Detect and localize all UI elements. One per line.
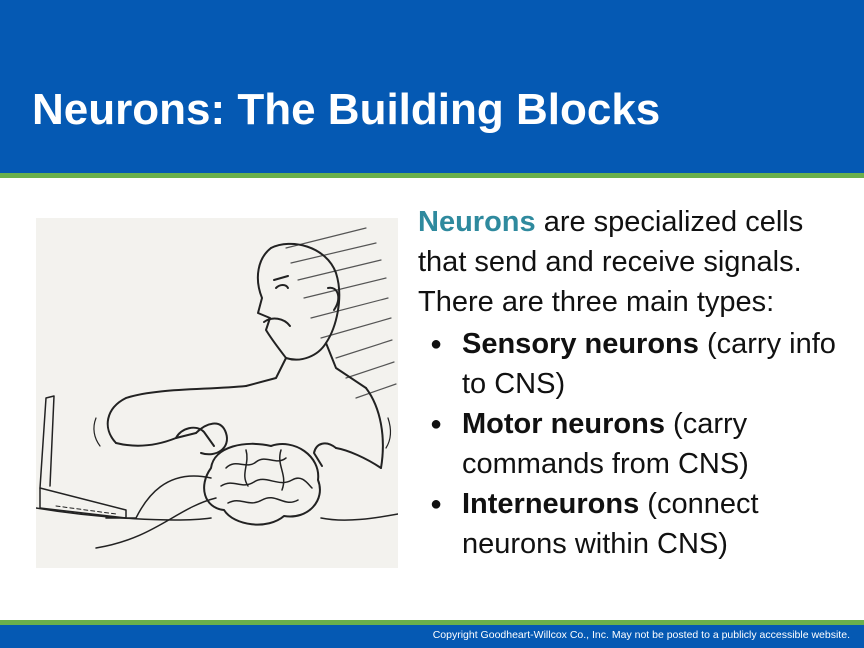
sketch-drawing (36, 227, 398, 549)
header-divider (0, 173, 864, 178)
footer-divider (0, 620, 864, 625)
intro-text: are specialized cells that send and rece… (418, 206, 804, 318)
neuron-types-list: ● Sensory neurons (carry info to CNS) ● … (418, 324, 848, 564)
neuron-type-detail: (carry info to CNS) (462, 328, 836, 400)
bullet-icon: ● (430, 333, 443, 355)
intro-paragraph: Neurons are specialized cells that send … (418, 202, 848, 322)
neuron-type-term: Interneurons (462, 488, 640, 520)
footer-bar: Copyright Goodheart-Willcox Co., Inc. Ma… (0, 625, 864, 648)
copyright-notice: Copyright Goodheart-Willcox Co., Inc. Ma… (432, 629, 850, 641)
neuron-type-term: Sensory neurons (462, 328, 699, 360)
list-item: ● Motor neurons (carry commands from CNS… (418, 404, 848, 484)
header-bar: Neurons: The Building Blocks (0, 0, 864, 173)
list-item: ● Interneurons (connect neurons within C… (418, 484, 848, 564)
slide-title: Neurons: The Building Blocks (32, 85, 661, 134)
bullet-icon: ● (430, 493, 443, 515)
neurons-keyword: Neurons (418, 206, 536, 238)
neuron-type-detail: (carry commands from CNS) (462, 408, 749, 480)
slide-body: Neurons are specialized cells that send … (418, 202, 848, 564)
scientist-brain-illustration (36, 218, 398, 568)
bullet-icon: ● (430, 413, 443, 435)
list-item: ● Sensory neurons (carry info to CNS) (418, 324, 848, 404)
neuron-type-term: Motor neurons (462, 408, 665, 440)
neuron-type-detail: (connect neurons within CNS) (462, 488, 759, 560)
